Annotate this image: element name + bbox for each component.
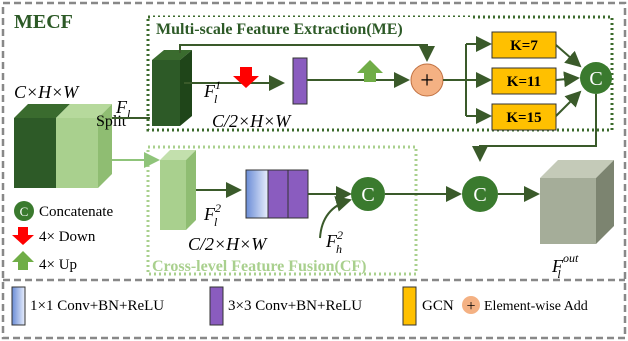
gcn-k15-out-arrow — [555, 90, 582, 117]
legend-up-icon — [12, 251, 34, 270]
input-feature-cube — [14, 104, 112, 188]
legend-concatenate: Concatenate — [39, 204, 113, 220]
cf-concat-node — [351, 177, 385, 211]
cf-block-title: Cross-level Feature Fusion(CF) — [152, 258, 366, 275]
me-concat-symbol: C — [589, 68, 602, 90]
module-title: MECF — [14, 11, 73, 33]
me-title-bg — [153, 17, 471, 39]
legend-add: Element-wise Add — [484, 299, 588, 314]
gcn-k11-out-arrow — [555, 71, 580, 88]
gcn-k15-box — [491, 103, 557, 131]
input-dims: C×H×W — [14, 82, 80, 102]
legend-conv1x1-icon — [11, 286, 26, 326]
legend-gcn: GCN — [422, 298, 454, 314]
gcn-k7-out-arrow — [555, 44, 582, 68]
cf-conv3x3-block-2 — [287, 169, 309, 219]
cf-concat-symbol: C — [361, 184, 374, 206]
legend-concat-symbol: C — [20, 204, 29, 219]
legend-conv3x3-icon — [209, 286, 224, 326]
legend-up: 4× Up — [39, 257, 77, 273]
input-feature-label: Fl — [115, 97, 131, 121]
legend-gcn-icon — [402, 286, 417, 326]
high-feature-arrow — [319, 196, 352, 239]
legend-conv1x1: 1×1 Conv+BN+ReLU — [30, 298, 164, 314]
me-conv3x3-block — [292, 57, 308, 105]
legend-down: 4× Down — [39, 229, 96, 245]
me-to-output-arrow — [472, 94, 597, 162]
cf-conv3x3-block-1 — [267, 169, 289, 219]
me-add-symbol: + — [420, 68, 434, 94]
me-dims: C/2×H×W — [212, 111, 292, 131]
legend-add-icon — [462, 296, 480, 314]
down-arrow-icon — [233, 67, 259, 88]
cf-block-frame — [146, 145, 418, 276]
me-block-title: Multi-scale Feature Extraction(ME) — [156, 21, 403, 38]
me-feature-cube — [152, 50, 192, 126]
cf-conv1x1-block — [245, 169, 269, 219]
gcn-k7-label: K=7 — [510, 38, 538, 54]
legend-down-icon — [12, 227, 34, 245]
output-concat-node — [462, 176, 498, 212]
output-feature-cube — [540, 160, 614, 244]
legend-concat-icon — [14, 201, 34, 221]
gcn-k15-label: K=15 — [506, 110, 541, 126]
legend-add-symbol: + — [466, 298, 475, 315]
me-concat-node — [580, 62, 612, 94]
cf-dims: C/2×H×W — [188, 234, 268, 254]
legend-conv3x3: 3×3 Conv+BN+ReLU — [228, 298, 362, 314]
output-concat-symbol: C — [473, 184, 486, 206]
gcn-k11-box — [491, 67, 557, 95]
cf-feature-cube — [160, 150, 196, 230]
gcn-k11-label: K=11 — [507, 74, 541, 90]
me-skip-arrow — [179, 44, 435, 62]
up-arrow-icon — [357, 60, 383, 82]
